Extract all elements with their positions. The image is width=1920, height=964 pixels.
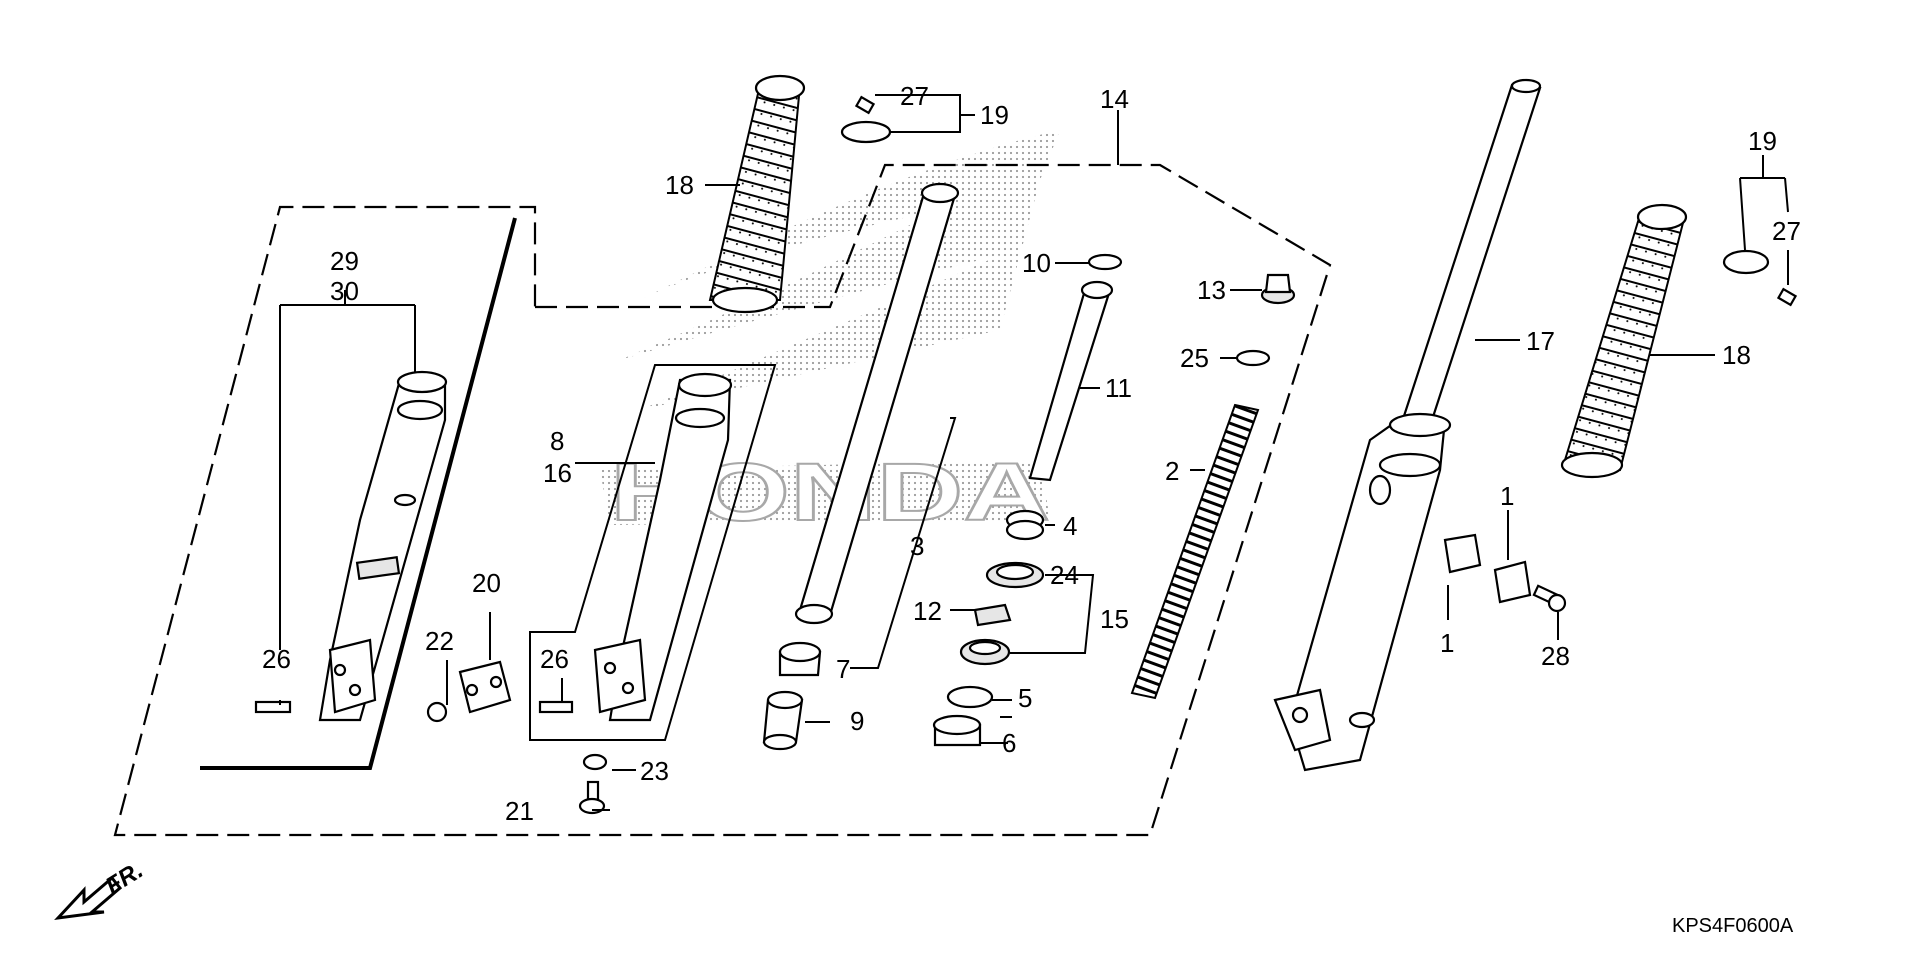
boot-clamp-19-center: [840, 120, 892, 144]
callout-10: 10: [1022, 248, 1051, 278]
callout-27-center: 27: [900, 81, 929, 111]
assembly-frame-14: [113, 163, 1332, 837]
left-fork-slider: [318, 370, 448, 722]
callout-7: 7: [836, 654, 850, 684]
o-ring-25: [1235, 349, 1271, 367]
callout-25: 25: [1180, 343, 1209, 373]
slider-group-box: [529, 364, 777, 741]
callout-1-upper: 1: [1500, 481, 1514, 511]
callout-23: 23: [640, 756, 669, 786]
guide-bushing-15: [959, 638, 1011, 666]
callout-15: 15: [1100, 604, 1129, 634]
front-direction-arrow: FR.: [54, 857, 148, 921]
stud-bolt-26-left: [254, 700, 292, 714]
callout-9: 9: [850, 706, 864, 736]
callout-26-center: 26: [540, 644, 569, 674]
callout-3: 3: [910, 531, 924, 561]
callout-17: 17: [1526, 326, 1555, 356]
callout-27-right: 27: [1772, 216, 1801, 246]
stopper-ring-12: [973, 603, 1012, 627]
backup-ring-5: [946, 685, 994, 709]
callout-18-right: 18: [1722, 340, 1751, 370]
bolt-28: [1532, 584, 1567, 613]
bracket-1-b: [1493, 560, 1532, 604]
callout-21: 21: [505, 796, 534, 826]
callout-12: 12: [913, 596, 942, 626]
dust-seal-6: [932, 714, 982, 747]
callout-20: 20: [472, 568, 501, 598]
fork-pipe-3: [794, 182, 960, 625]
callout-24: 24: [1050, 560, 1079, 590]
callout-19-right: 19: [1748, 126, 1777, 156]
fork-boot-18-center: [708, 74, 806, 314]
fork-boot-18-right: [1560, 203, 1688, 479]
bracket-1-a: [1443, 533, 1482, 574]
oil-seal-24: [985, 561, 1045, 589]
callout-26-left: 26: [262, 644, 291, 674]
callout-28: 28: [1541, 641, 1570, 671]
center-fork-slider: [593, 372, 733, 722]
leader-lines: [279, 94, 1789, 811]
slide-bushing-7: [778, 641, 822, 677]
oil-lock-piece-9: [762, 690, 804, 751]
callout-labels: 29 30 26 8 16 26 20 22 23 21 18 27 19 14…: [262, 81, 1801, 826]
callout-4: 4: [1063, 511, 1077, 541]
callout-8: 8: [550, 426, 564, 456]
callout-22: 22: [425, 626, 454, 656]
callout-1-lower: 1: [1440, 628, 1454, 658]
slider-group-outline: [200, 217, 517, 770]
circlip-10: [1087, 253, 1123, 271]
screw-27-right: [1776, 287, 1798, 307]
fork-piston-11: [1028, 280, 1114, 482]
callout-2: 2: [1165, 456, 1179, 486]
callout-18-center: 18: [665, 170, 694, 200]
fork-spring-2: [1130, 403, 1260, 700]
fork-assembly-17: [1273, 78, 1542, 772]
callout-19-center: 19: [980, 100, 1009, 130]
bolt-21: [578, 780, 606, 815]
screw-27-center: [854, 95, 876, 115]
callout-29: 29: [330, 246, 359, 276]
callout-11: 11: [1105, 373, 1132, 403]
drawing-code: KPS4F0600A: [1672, 915, 1794, 937]
callout-6: 6: [1002, 728, 1016, 758]
callout-13: 13: [1197, 275, 1226, 305]
boot-clamp-19-right: [1722, 249, 1770, 275]
callout-30: 30: [330, 276, 359, 306]
callout-14: 14: [1100, 84, 1129, 114]
stud-bolt-26-center: [538, 700, 574, 714]
callout-5: 5: [1018, 683, 1032, 713]
nut-22: [426, 701, 448, 723]
callout-16: 16: [543, 458, 572, 488]
fork-cap-bolt-13: [1260, 273, 1296, 305]
axle-holder-20: [458, 660, 512, 714]
piston-ring-4: [1005, 509, 1045, 541]
washer-23: [582, 753, 608, 771]
